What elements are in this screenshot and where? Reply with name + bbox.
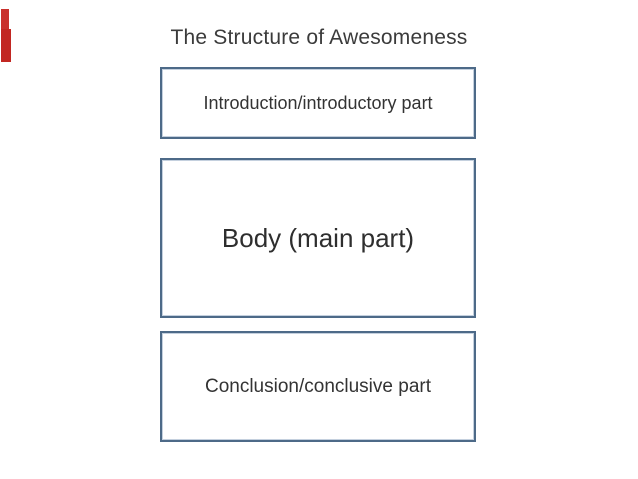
body-label: Body (main part): [221, 222, 415, 253]
structure-box-body: Body (main part): [160, 158, 476, 318]
conclusion-label: Conclusion/conclusive part: [204, 375, 431, 397]
structure-box-introduction: Introduction/introductory part: [160, 67, 476, 139]
structure-box-conclusion: Conclusion/conclusive part: [160, 331, 476, 442]
slide-title: The Structure of Awesomeness: [170, 26, 468, 49]
red-accent-bottom-bar: [1, 29, 11, 62]
introduction-label: Introduction/introductory part: [203, 92, 433, 113]
